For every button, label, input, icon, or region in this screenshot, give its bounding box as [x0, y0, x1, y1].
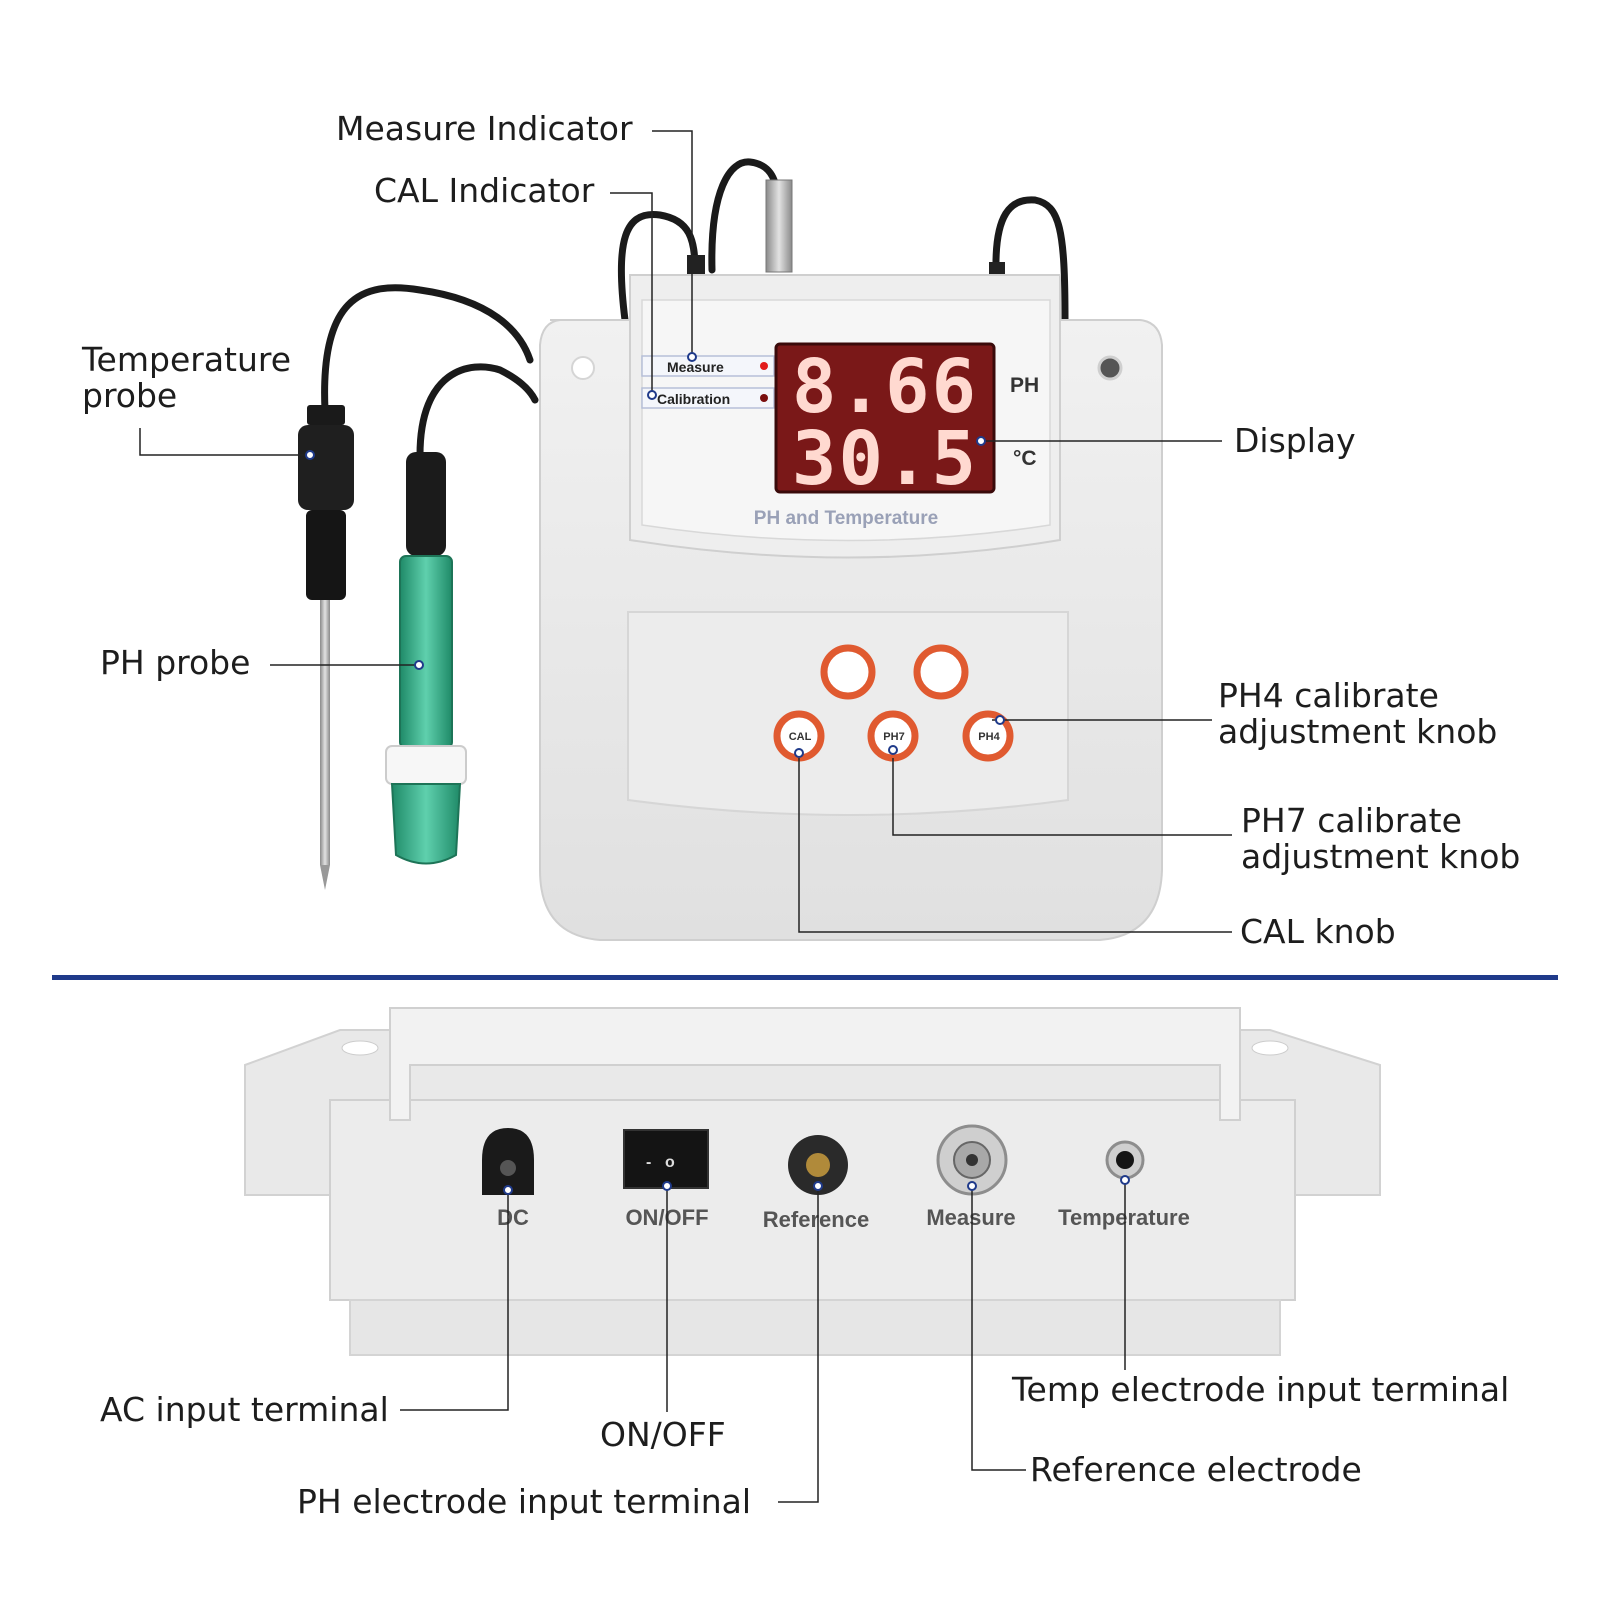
callout-temp-electrode-input: Temp electrode input terminal [1012, 1370, 1510, 1409]
ph-probe-cable [416, 363, 539, 459]
callout-reference-electrode: Reference electrode [1030, 1450, 1362, 1489]
ph-probe [385, 452, 467, 865]
callout-ph7-knob-line1: PH7 calibrate [1241, 801, 1462, 840]
temperature-probe [298, 405, 354, 890]
callout-ph-electrode-input: PH electrode input terminal [297, 1482, 752, 1521]
knob-panel [627, 611, 1069, 816]
svg-text:o: o [665, 1154, 675, 1171]
callout-cal-indicator: CAL Indicator [374, 171, 595, 210]
ph-reading: 8.66 [792, 344, 978, 430]
rear-leader-dots [503, 1175, 1130, 1195]
rear-cable-right [992, 196, 1069, 324]
screw-hole-right [1097, 355, 1123, 381]
unit-ph: PH [1010, 374, 1039, 397]
measure-connector [765, 179, 793, 273]
measure-led [760, 362, 768, 370]
callout-ph7-knob: PH7 calibrate adjustment knob [1241, 803, 1520, 875]
callout-temperature-probe: Temperature probe [82, 342, 291, 414]
indicator-strip: Measure Calibration [641, 355, 775, 409]
callout-ph-probe: PH probe [100, 643, 251, 682]
rear-leader-lines [400, 1180, 1126, 1503]
front-leader-dots [305, 352, 1005, 758]
front-leader-lines [139, 130, 1232, 933]
callout-ph4-knob-line2: adjustment knob [1218, 712, 1498, 751]
knob-ph7-label: PH7 [883, 731, 904, 743]
ph4-knob[interactable] [962, 710, 1014, 762]
callout-ph4-knob: PH4 calibrate adjustment knob [1218, 678, 1497, 750]
unit-celsius: °C [1013, 447, 1037, 470]
callout-ac-input-terminal: AC input terminal [100, 1390, 389, 1429]
section-divider [52, 975, 1558, 980]
port-measure-label: Measure [926, 1205, 1015, 1230]
port-dc-label: DC [497, 1205, 529, 1230]
power-switch[interactable] [623, 1129, 709, 1189]
callout-temperature-probe-line1: Temperature [82, 340, 292, 379]
temp-reading: 30.5 [792, 416, 978, 502]
svg-text:-: - [646, 1154, 651, 1171]
knob-cal-label: CAL [789, 731, 812, 743]
callout-on-off: ON/OFF [600, 1415, 726, 1454]
knob-top-left[interactable] [820, 644, 876, 700]
port-reference-label: Reference [763, 1207, 869, 1232]
cables [321, 158, 1069, 459]
callout-display: Display [1234, 421, 1356, 460]
callout-temperature-probe-line2: probe [82, 376, 178, 415]
calibration-led [760, 394, 768, 402]
callout-ph4-knob-line1: PH4 calibrate [1218, 676, 1439, 715]
knob-top-right[interactable] [913, 644, 969, 700]
screw-hole-left [571, 356, 595, 380]
callout-ph7-knob-line2: adjustment knob [1241, 837, 1521, 876]
device-name: PH and Temperature [754, 508, 938, 529]
callout-measure-indicator: Measure Indicator [336, 109, 633, 148]
port-temperature-label: Temperature [1058, 1205, 1190, 1230]
knob-ph4-label: PH4 [978, 731, 1000, 743]
temperature-probe-cable [321, 284, 534, 414]
rear-panel [329, 1099, 1296, 1301]
rear-view: - o DC ON/OFF Reference Measure Temperat… [244, 1007, 1381, 1356]
callout-cal-knob: CAL knob [1240, 912, 1396, 951]
indicator-measure-label: Measure [667, 359, 724, 375]
lcd-display [774, 342, 996, 494]
indicator-calibration-label: Calibration [657, 391, 730, 407]
